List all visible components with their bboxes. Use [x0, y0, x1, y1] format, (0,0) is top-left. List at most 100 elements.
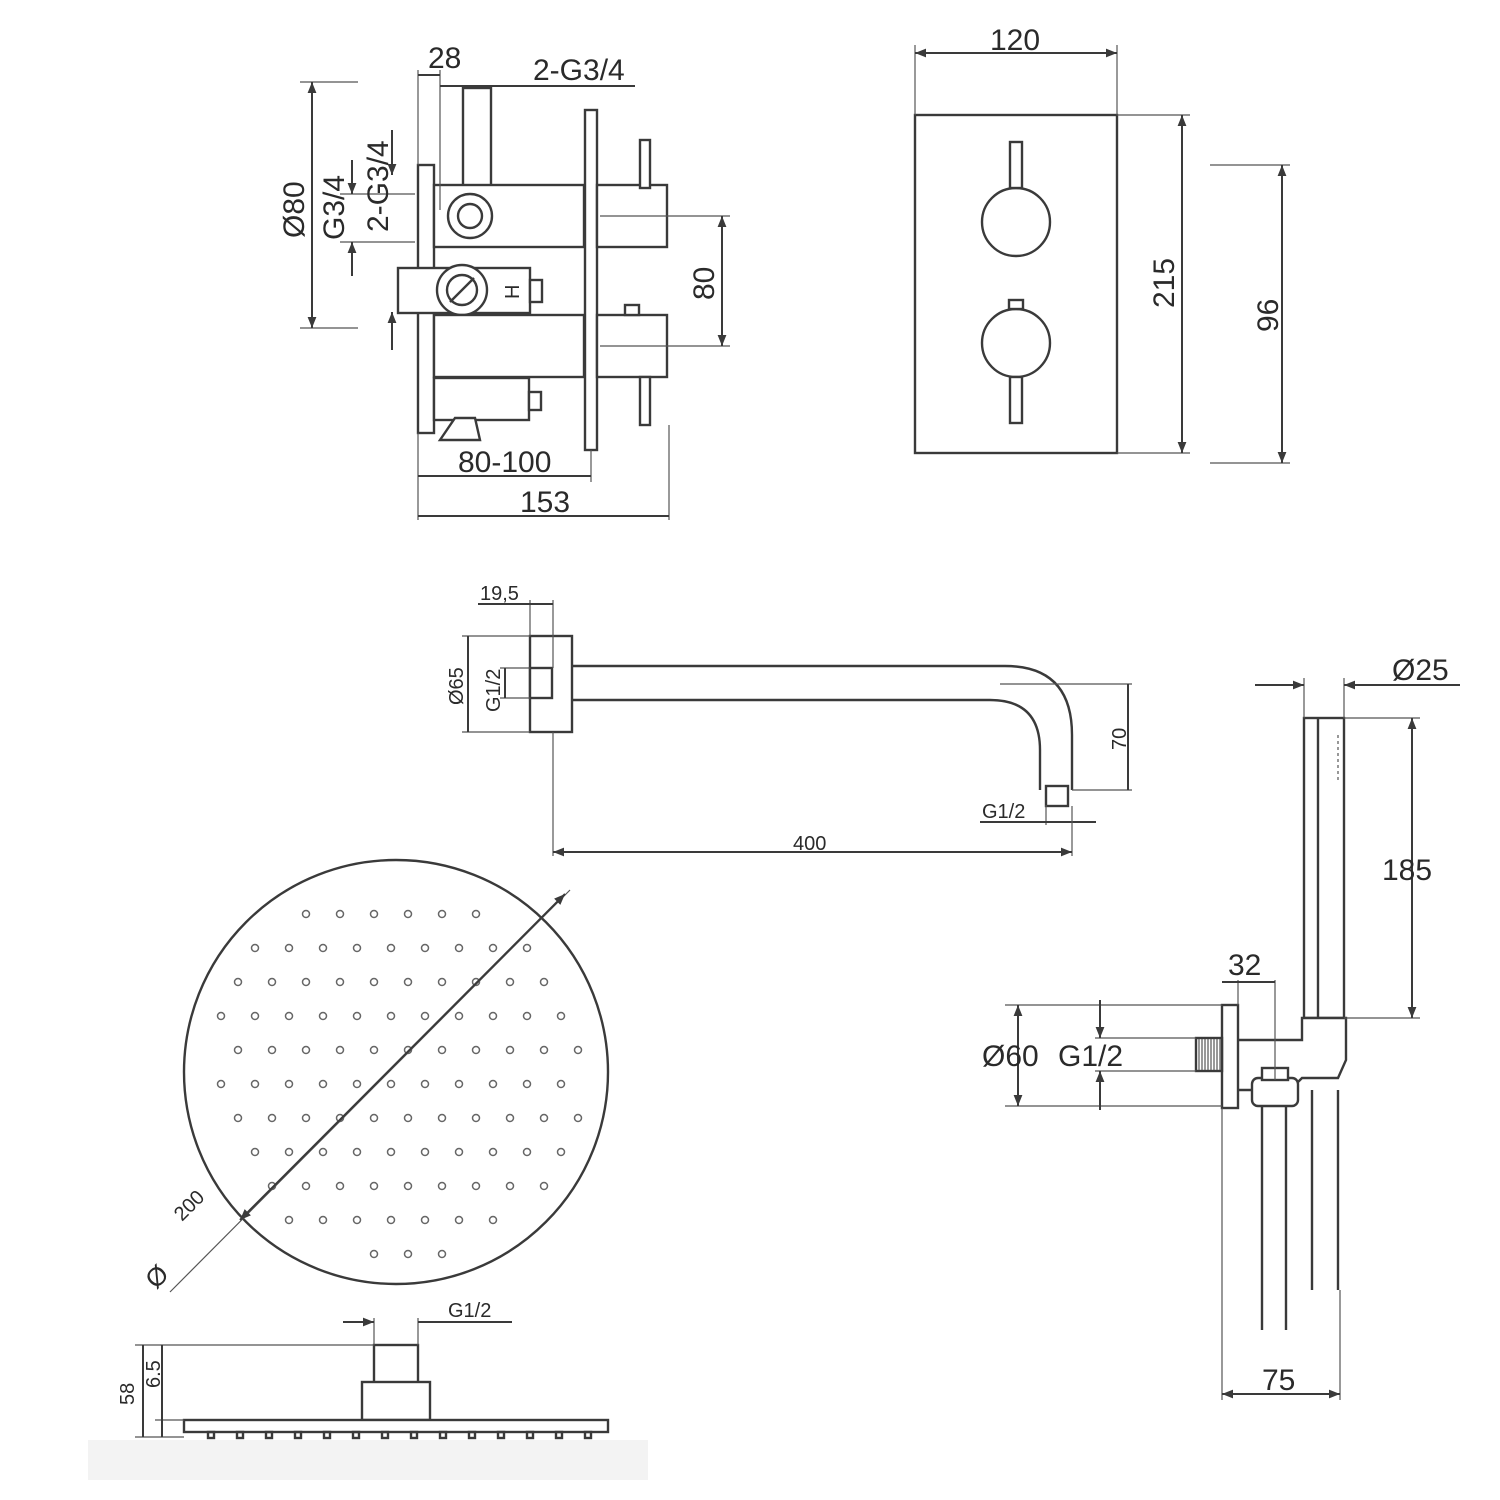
trim-lower-handle [980, 307, 1052, 379]
nozzle-dot [335, 1045, 345, 1055]
valve-side-view: H 28 2-G3/4 Ø80 G3/4 2-G3/4 [278, 42, 730, 520]
nozzle-dot [539, 1045, 549, 1055]
nozzle-dot [505, 1113, 515, 1123]
hot-inlet-letter: H [502, 285, 524, 299]
nozzle-dot [386, 943, 396, 953]
nozzle-dot [250, 943, 260, 953]
side-nozzle [496, 1430, 506, 1440]
dim-arm-19-5: 19,5 [480, 583, 519, 605]
nozzle-dot [437, 977, 447, 987]
trim-upper-handle [980, 186, 1052, 258]
dim-hand-185: 185 [1382, 854, 1432, 887]
hose-connector [1250, 1076, 1300, 1108]
nozzle-dot [233, 1113, 243, 1123]
nozzle-dot [420, 1147, 430, 1157]
nozzle-dot [369, 1181, 379, 1191]
nozzle-dot [369, 1113, 379, 1123]
hand-shower-body [1302, 716, 1346, 1020]
dim-hand-dia-25: Ø25 [1392, 654, 1449, 687]
nozzle-dot [505, 1181, 515, 1191]
nozzle-dot [403, 1249, 413, 1259]
nozzle-dot [471, 909, 481, 919]
dim-valve-28: 28 [428, 42, 461, 75]
holder-threaded-inlet [1194, 1036, 1224, 1073]
nozzle-dot [437, 1181, 447, 1191]
holder-wall-plate [1220, 1003, 1240, 1110]
dim-trim-120: 120 [990, 24, 1040, 57]
nozzle-dot [335, 977, 345, 987]
nozzle-dot [522, 1079, 532, 1089]
nozzle-dot [522, 943, 532, 953]
nozzle-dot [420, 1215, 430, 1225]
head-side-connector [372, 1343, 420, 1385]
dim-arm-dia-65: Ø65 [446, 667, 468, 705]
nozzle-dot [216, 1011, 226, 1021]
nozzle-dot [352, 1079, 362, 1089]
nozzle-dot [471, 1045, 481, 1055]
dim-head-g12: G1/2 [448, 1300, 491, 1322]
nozzle-dot [539, 1181, 549, 1191]
side-nozzle [351, 1430, 361, 1440]
nozzle-dot [284, 943, 294, 953]
nozzle-dot [233, 1045, 243, 1055]
side-nozzle [409, 1430, 419, 1440]
nozzle-dot [454, 1147, 464, 1157]
nozzle-dot [488, 1215, 498, 1225]
nozzle-dot [267, 977, 277, 987]
nozzle-dot [318, 1215, 328, 1225]
nozzle-dot [250, 1147, 260, 1157]
nozzle-dot [437, 909, 447, 919]
dim-valve-dia-80: Ø80 [278, 181, 311, 238]
nozzle-dot [454, 943, 464, 953]
nozzle-dot [318, 1147, 328, 1157]
nozzle-dot [267, 1113, 277, 1123]
nozzle-dot [352, 1011, 362, 1021]
valve-lower-lever [638, 375, 652, 427]
dim-hand-32: 32 [1228, 949, 1261, 982]
dim-valve-153: 153 [520, 486, 570, 519]
nozzle-dot [505, 1045, 515, 1055]
side-nozzle [235, 1430, 245, 1440]
nozzle-dot [267, 1045, 277, 1055]
nozzle-dot [386, 1147, 396, 1157]
nozzle-dot [437, 1249, 447, 1259]
dim-hand-dia-60: Ø60 [982, 1040, 1039, 1073]
valve-upper-lever [638, 138, 652, 190]
nozzle-dot [301, 1113, 311, 1123]
shower-arm-pipe-outer [572, 664, 1074, 790]
trim-upper-lever [1008, 140, 1024, 190]
nozzle-dot [437, 1045, 447, 1055]
nozzle-dot [573, 1045, 583, 1055]
nozzle-dot [352, 943, 362, 953]
dim-head-58: 58 [117, 1383, 139, 1405]
shower-head-disc [182, 858, 610, 1286]
shower-arm-view: 19,5 Ø65 G1/2 70 G1/2 400 [446, 583, 1132, 857]
hand-shower-view: Ø25 185 32 Ø60 G1/2 75 [982, 654, 1460, 1400]
nozzle-dot [284, 1079, 294, 1089]
dim-trim-96: 96 [1252, 299, 1285, 332]
nozzle-dot [284, 1011, 294, 1021]
nozzle-dot [556, 1011, 566, 1021]
nozzle-dot [522, 1011, 532, 1021]
nozzle-dot [386, 1011, 396, 1021]
dim-head-200: 200 [170, 1186, 209, 1225]
dim-head-6-5: 6.5 [143, 1360, 165, 1388]
nozzle-dot [318, 943, 328, 953]
side-nozzle [206, 1430, 216, 1440]
nozzle-dot [386, 1215, 396, 1225]
nozzle-dot [556, 1147, 566, 1157]
nozzle-dot [471, 1181, 481, 1191]
shower-head-side-view: G1/2 6.5 58 [88, 1300, 648, 1480]
side-nozzle [554, 1430, 564, 1440]
nozzle-dot [471, 1113, 481, 1123]
side-nozzle [293, 1430, 303, 1440]
nozzle-dot [352, 1215, 362, 1225]
nozzle-dot [403, 977, 413, 987]
nozzle-dot [284, 1215, 294, 1225]
dim-arm-g12-outlet: G1/2 [982, 801, 1025, 823]
nozzle-dot [318, 1011, 328, 1021]
valve-upper-port [446, 192, 494, 240]
nozzle-dot [250, 1011, 260, 1021]
nozzle-dot [420, 1011, 430, 1021]
